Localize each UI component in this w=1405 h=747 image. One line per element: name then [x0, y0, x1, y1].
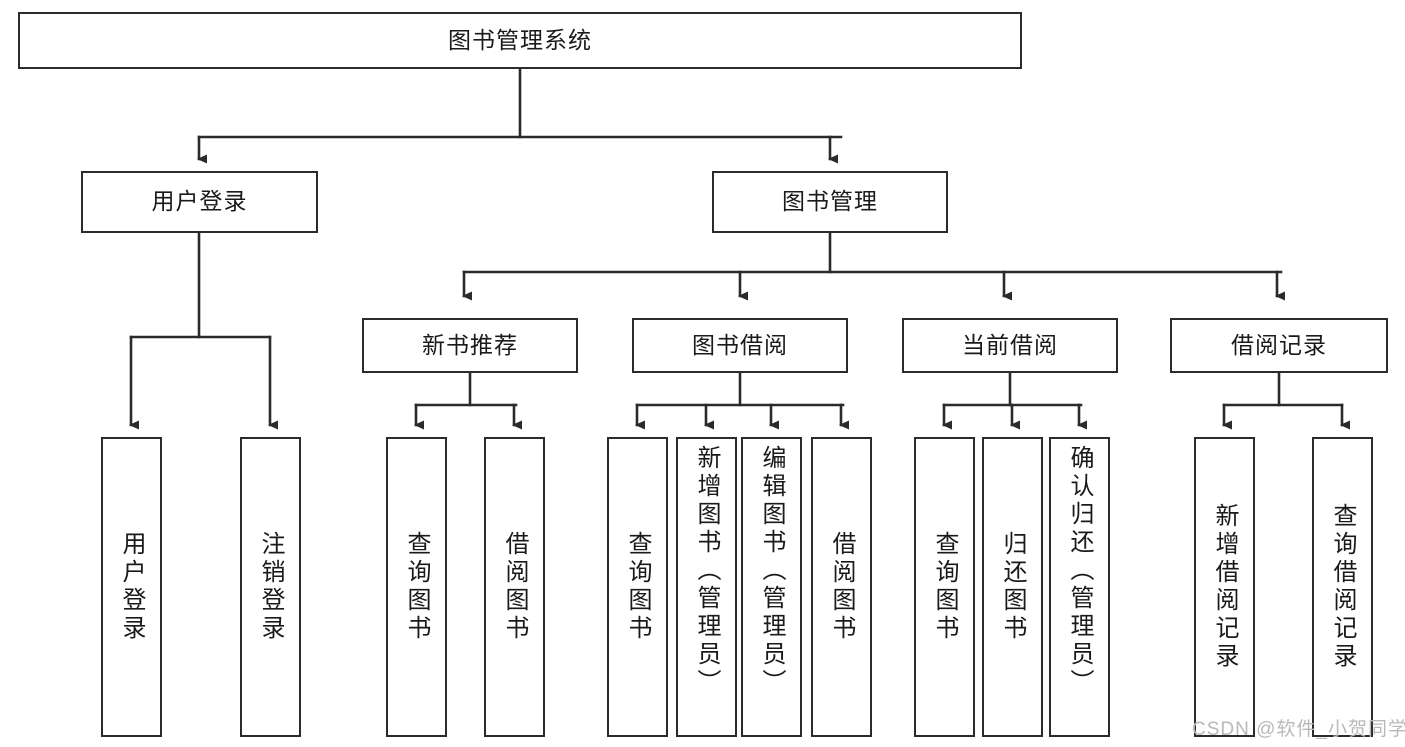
node-book-borrow[interactable]: 图书借阅 [632, 318, 848, 373]
leaf-user-login[interactable]: 用户登录 [101, 437, 162, 737]
leaf-return-book[interactable]: 归还图书 [982, 437, 1043, 737]
node-book-borrow-label: 图书借阅 [692, 331, 788, 358]
leaf-edit-book-admin-label: 编辑图书（管理员） [758, 445, 785, 697]
leaf-add-borrow-record[interactable]: 新增借阅记录 [1194, 437, 1255, 737]
node-book-management[interactable]: 图书管理 [712, 171, 948, 233]
node-new-book-recommend[interactable]: 新书推荐 [362, 318, 578, 373]
leaf-query-borrow-record[interactable]: 查询借阅记录 [1312, 437, 1373, 737]
node-new-book-recommend-label: 新书推荐 [422, 331, 518, 358]
leaf-query-borrow-record-label: 查询借阅记录 [1329, 503, 1356, 671]
node-book-management-label: 图书管理 [782, 188, 878, 215]
node-user-login[interactable]: 用户登录 [81, 171, 318, 233]
node-borrow-record[interactable]: 借阅记录 [1170, 318, 1388, 373]
leaf-borrow-book-borrow[interactable]: 借阅图书 [811, 437, 872, 737]
leaf-confirm-return-admin-label: 确认归还（管理员） [1066, 445, 1093, 697]
leaf-add-book-admin-label: 新增图书（管理员） [693, 445, 720, 697]
node-current-borrow-label: 当前借阅 [962, 331, 1058, 358]
leaf-query-book-borrow-label: 查询图书 [624, 531, 651, 643]
leaf-query-book-new[interactable]: 查询图书 [386, 437, 447, 737]
node-user-login-label: 用户登录 [151, 188, 248, 215]
leaf-edit-book-admin[interactable]: 编辑图书（管理员） [741, 437, 802, 737]
leaf-logout-label: 注销登录 [257, 531, 284, 643]
leaf-confirm-return-admin[interactable]: 确认归还（管理员） [1049, 437, 1110, 737]
leaf-logout[interactable]: 注销登录 [240, 437, 301, 737]
leaf-return-book-label: 归还图书 [999, 531, 1026, 643]
node-root-label: 图书管理系统 [448, 26, 592, 53]
leaf-add-borrow-record-label: 新增借阅记录 [1211, 503, 1238, 671]
leaf-query-book-borrow[interactable]: 查询图书 [607, 437, 668, 737]
leaf-add-book-admin[interactable]: 新增图书（管理员） [676, 437, 737, 737]
node-borrow-record-label: 借阅记录 [1231, 331, 1327, 358]
node-root[interactable]: 图书管理系统 [18, 12, 1022, 69]
leaf-user-login-label: 用户登录 [118, 531, 145, 643]
leaf-borrow-book-new[interactable]: 借阅图书 [484, 437, 545, 737]
leaf-query-book-current-label: 查询图书 [931, 531, 958, 643]
leaf-query-book-new-label: 查询图书 [403, 531, 430, 643]
leaf-query-book-current[interactable]: 查询图书 [914, 437, 975, 737]
leaf-borrow-book-borrow-label: 借阅图书 [828, 531, 855, 643]
node-current-borrow[interactable]: 当前借阅 [902, 318, 1118, 373]
leaf-borrow-book-new-label: 借阅图书 [501, 531, 528, 643]
